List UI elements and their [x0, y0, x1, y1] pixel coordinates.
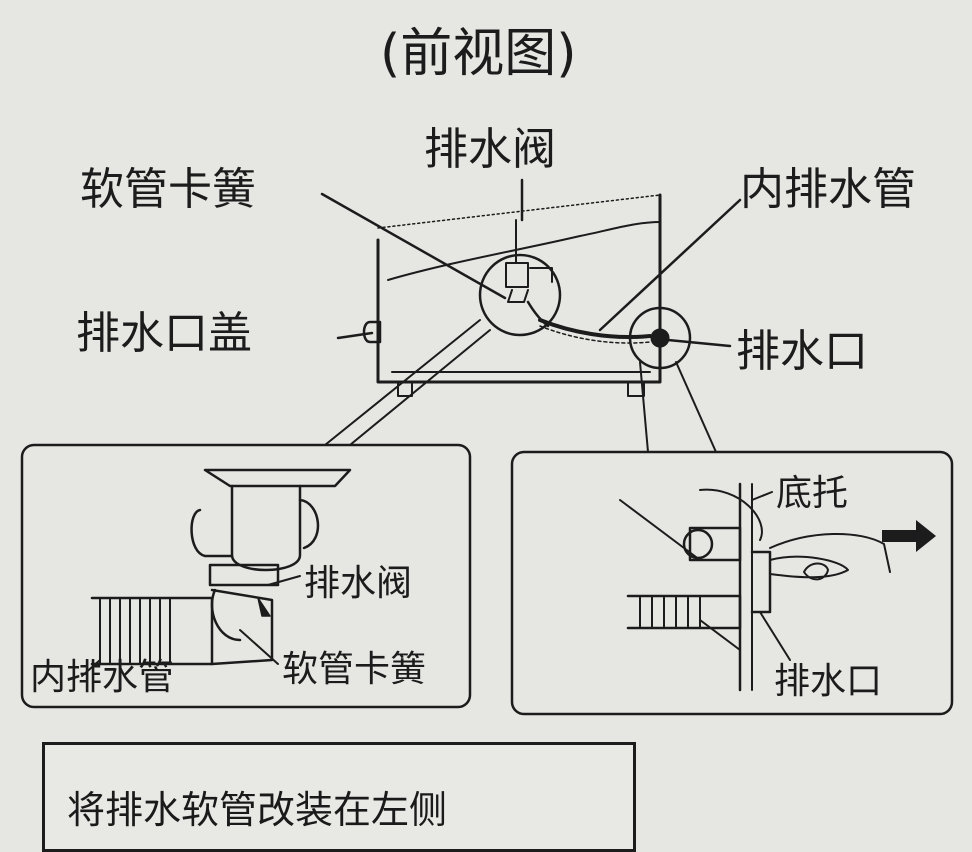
label-hose-clip: 软管卡簧: [80, 164, 256, 215]
drainage-diagram: [20, 178, 954, 716]
note-box: 将排水软管改装在左侧: [42, 742, 636, 852]
note-text: 将排水软管改装在左侧: [67, 788, 448, 832]
inner-drain-hose: [538, 318, 652, 340]
arrow-right-icon: [882, 520, 936, 552]
detail-box-right: [510, 450, 954, 716]
drain-cover-shape: [362, 320, 382, 344]
label-drain-cover: 排水口盖: [76, 308, 252, 359]
detail-left-inner-drain-pipe: 内排水管: [30, 657, 175, 698]
detail-right-drain-outlet: 排水口: [774, 661, 883, 702]
cabinet-foot-right: [627, 381, 645, 397]
cabinet-top-edge: [387, 221, 661, 281]
label-inner-drain-pipe: 内排水管: [740, 164, 916, 215]
detail-left-drain-valve: 排水阀: [304, 563, 413, 604]
detail-right-base-bracket: 底托: [776, 473, 849, 514]
label-drain-valve: 排水阀: [424, 124, 556, 175]
valve-circle: [478, 253, 562, 337]
outlet-circle: [628, 306, 692, 370]
cabinet-foot-left: [397, 381, 413, 397]
label-drain-outlet: 排水口: [736, 326, 868, 377]
cabinet-outline: [376, 193, 662, 384]
detail-left-hose-clip: 软管卡簧: [282, 649, 427, 690]
detail-box-left: [20, 443, 472, 709]
diagram-title: (前视图): [380, 24, 577, 84]
